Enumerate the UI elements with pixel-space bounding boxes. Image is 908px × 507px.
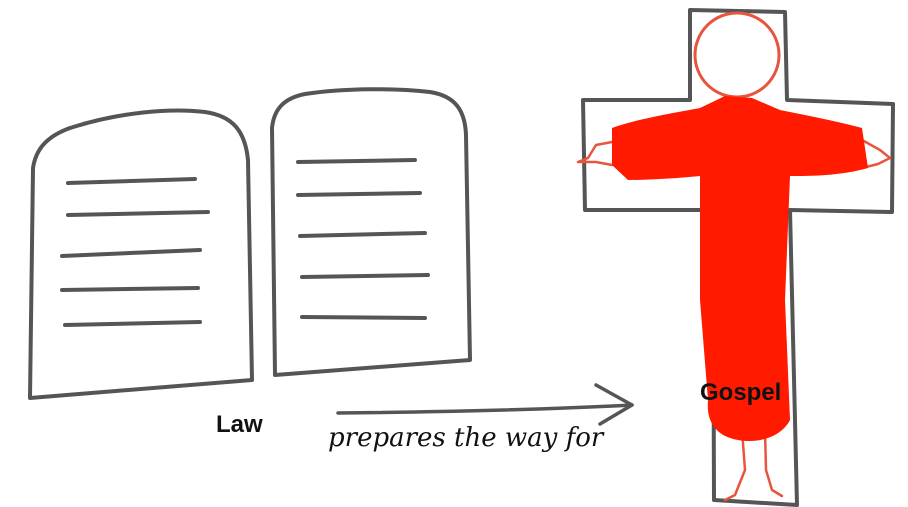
law-tablet-left-icon <box>30 111 252 398</box>
gospel-label: Gospel <box>700 379 781 406</box>
law-tablet-right-icon <box>272 89 470 375</box>
christ-figure-icon <box>578 13 890 500</box>
law-label: Law <box>216 411 263 438</box>
connector-label: prepares the way for <box>328 423 605 453</box>
arrow-right-icon <box>338 385 632 424</box>
